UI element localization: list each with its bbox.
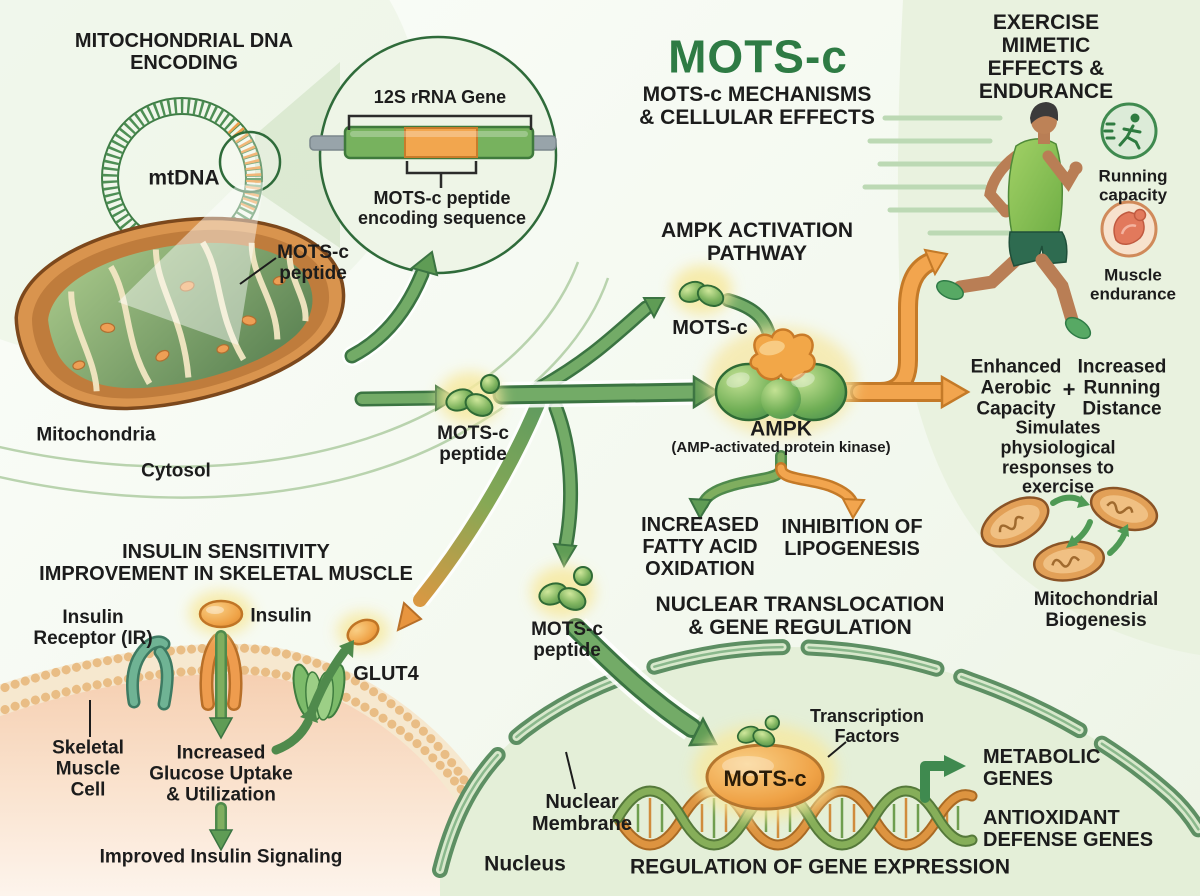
glut4-label: GLUT4 [353, 663, 419, 685]
nuclear-membrane-segments [432, 639, 1200, 878]
encoding-sequence-label: MOTS-c peptide encoding sequence [357, 188, 527, 228]
lipid-bilayer-inner [0, 665, 477, 809]
insulin-receptor-ir [126, 635, 174, 711]
callout-lines [89, 257, 847, 790]
runner-illustration [936, 102, 1092, 340]
muscle-cell [0, 643, 500, 896]
arrow-to-genes [920, 755, 966, 803]
plus-sign: + [1062, 376, 1076, 402]
ampk-alpha-subunit [749, 328, 816, 382]
nucleus-label: Nucleus [484, 852, 566, 876]
runner-shoe-front [1064, 316, 1092, 340]
arrow-to-peptide2 [548, 400, 579, 569]
motsc-transcription-complex [693, 715, 837, 820]
peptide2-blob [531, 566, 595, 618]
lipid-bilayer-outer [0, 643, 469, 785]
regulation-label: REGULATION OF GENE EXPRESSION [630, 855, 1010, 879]
arrow-signaling [208, 802, 234, 852]
skeletal-cell-label: Skeletal Muscle Cell [52, 737, 124, 801]
peptide-encoding-segment [404, 127, 478, 158]
nuclear-title: NUCLEAR TRANSLOCATION & GENE REGULATION [655, 592, 945, 639]
gene-bracket-top [347, 114, 533, 130]
mito-encoding-title: MITOCHONDRIAL DNA ENCODING [74, 30, 294, 74]
insulin-molecule [189, 591, 253, 635]
cristae [68, 240, 309, 392]
glucose-uptake-label: Increased Glucose Uptake & Utilization [149, 742, 293, 806]
motsc-oval-label: MOTS-c [723, 765, 807, 791]
glucose-molecule [337, 612, 389, 650]
simulates-label: Simulates physiological responses to exe… [1000, 417, 1116, 497]
motsc-blob [671, 265, 733, 315]
magnifier-beam [118, 182, 264, 345]
biogenesis-label: Mitochondrial Biogenesis [1033, 589, 1159, 631]
dna-strand-green [614, 787, 976, 849]
exercise-title: EXERCISE MIMETIC EFFECTS & ENDURANCE [978, 10, 1114, 104]
gene-diagram [309, 114, 557, 188]
metabolic-genes-label: METABOLIC GENES [983, 746, 1101, 790]
arrow-ampk-split [688, 450, 866, 521]
page-title: MOTS-c [668, 30, 848, 83]
enhanced-aerobic-label: Enhanced Aerobic Capacity [970, 356, 1062, 420]
muscle-endurance-icon [1100, 200, 1158, 258]
running-capacity-label: Running capacity [1098, 166, 1168, 204]
antioxidant-genes-label: ANTIOXIDANT DEFENSE GENES [983, 807, 1154, 851]
insulin-label: Insulin [250, 605, 312, 627]
speed-lines [862, 115, 1015, 236]
lipogenesis-label: INHIBITION OF LIPOGENESIS [781, 516, 923, 560]
insulin-signaling-label: Improved Insulin Signaling [99, 846, 343, 868]
arrow-mito-to-magnifier [342, 250, 439, 366]
magnifier-wedge [255, 62, 340, 248]
biogenesis-mitochondria [980, 486, 1159, 582]
arrow-to-insulin-section [396, 397, 548, 632]
ampk-name-label: AMPK [750, 417, 812, 441]
tf-peptide-blob [736, 715, 780, 748]
motsc-label: MOTS-c [672, 317, 748, 339]
peptide-callout-label: MOTS-c peptide [277, 242, 349, 284]
peptide2-label: MOTS-c peptide [531, 619, 603, 661]
arrow-to-motsc [532, 297, 666, 396]
runner-shoe-back [936, 279, 964, 301]
dna-helix [612, 785, 978, 851]
increased-running-label: Increased Running Distance [1077, 356, 1167, 420]
fatty-acid-label: INCREASED FATTY ACID OXIDATION [641, 514, 759, 580]
cytosol-label: Cytosol [141, 460, 211, 482]
nuclear-membrane-label: Nuclear Membrane [531, 791, 633, 835]
ampk-title: AMPK ACTIVATION PATHWAY [660, 218, 854, 265]
arrow-glucose-uptake [208, 630, 234, 740]
magnified-source-circle [218, 130, 282, 194]
arrow-trunk-to-ampk [492, 374, 721, 410]
insulin-receptor-label: Insulin Receptor (IR) [33, 607, 153, 649]
insulin-title: INSULIN SENSITIVITY IMPROVEMENT IN SKELE… [39, 541, 413, 585]
mtdna-label: mtDNA [148, 166, 220, 190]
ampk-complex [706, 327, 856, 437]
gene-bracket-bottom [405, 161, 478, 188]
arrow-peptide-to-nucleus [566, 618, 719, 747]
matrix-granules [72, 275, 286, 371]
transcription-factors-label: Transcription Factors [809, 706, 925, 746]
cytosol-boundary [0, 261, 610, 499]
ampk-full-label: (AMP-activated protein kinase) [671, 438, 891, 456]
muscle-endurance-label: Muscle endurance [1090, 265, 1176, 303]
runner-tank-top [1007, 138, 1063, 237]
running-capacity-icon [1100, 102, 1158, 160]
page-subtitle: MOTS-c MECHANISMS & CELLULAR EFFECTS [639, 82, 875, 129]
peptide1-blob [438, 372, 502, 424]
mitochondria-label: Mitochondria [36, 424, 156, 446]
biogenesis-cycle-arrows [1050, 494, 1128, 556]
arrow-ampk-to-exercise [832, 248, 971, 410]
arrow-to-glut4 [271, 640, 354, 755]
peptide1-label: MOTS-c peptide [437, 423, 509, 465]
gene-12s-label: 12S rRNA Gene [373, 87, 507, 108]
runner-hair [1030, 102, 1058, 124]
